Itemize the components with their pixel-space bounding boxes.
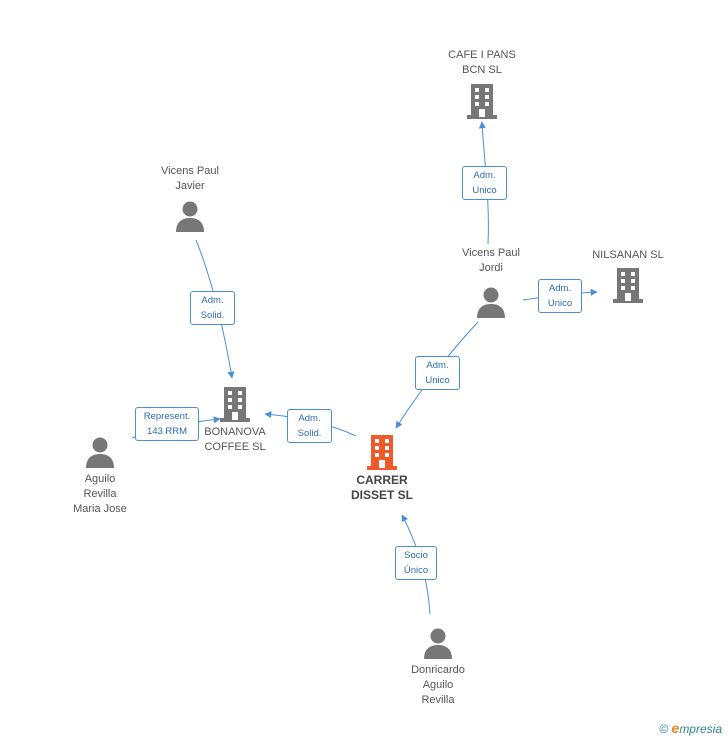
label-line: CARRER xyxy=(356,473,408,487)
badge-jordi-to-carrer[interactable]: Adm. Unico xyxy=(415,356,460,390)
badge-line: Adm. xyxy=(298,413,321,424)
building-icon xyxy=(367,435,397,470)
badge-line: Unico xyxy=(425,375,450,386)
badge-maria-to-bonanova[interactable]: Represent. 143 RRM xyxy=(135,407,199,441)
badge-javier-to-bonanova[interactable]: Adm. Solid. xyxy=(190,291,235,325)
copyright-icon: © xyxy=(659,722,669,736)
label-line: NILSANAN SL xyxy=(592,249,664,261)
badge-donricardo-to-carrer[interactable]: Socio Único xyxy=(395,546,437,580)
node-label: CAFE I PANS BCN SL xyxy=(432,48,532,78)
badge-line: Represent. xyxy=(143,411,191,422)
node-carrer-disset[interactable]: CARRER DISSET SL xyxy=(332,434,432,503)
node-label: Vicens Paul Javier xyxy=(140,164,240,194)
badge-line: Unico xyxy=(547,298,573,309)
label-line: Jordi xyxy=(479,262,503,274)
node-nilsanan[interactable]: NILSANAN SL xyxy=(580,248,676,303)
badge-line: Adm. xyxy=(201,295,224,306)
person-icon xyxy=(477,287,505,318)
badge-line: Adm. xyxy=(426,360,449,371)
badge-jordi-to-cafe[interactable]: Adm. Unico xyxy=(462,166,507,200)
label-line: BCN SL xyxy=(462,64,502,76)
badge-line: 143 RRM xyxy=(146,426,188,437)
brand-footer[interactable]: © empresia xyxy=(659,720,722,736)
label-line: Vicens Paul xyxy=(161,165,219,177)
badge-line: Adm. xyxy=(473,170,496,181)
label-line: Aguilo xyxy=(84,473,116,485)
label-line: Revilla xyxy=(421,694,455,706)
badge-line: Adm. xyxy=(548,283,572,294)
node-vicens-paul-jordi[interactable]: Vicens Paul Jordi xyxy=(441,246,541,318)
badge-line: Socio xyxy=(404,550,428,561)
node-vicens-paul-javier[interactable]: Vicens Paul Javier xyxy=(140,164,240,232)
building-icon xyxy=(467,84,497,119)
node-label: Donricardo Aguilo Revilla xyxy=(388,663,488,708)
building-icon xyxy=(613,268,643,303)
node-bonanova[interactable]: BONANOVA COFFEE SL xyxy=(185,386,285,455)
badge-line: Solid. xyxy=(297,428,322,439)
node-donricardo[interactable]: Donricardo Aguilo Revilla xyxy=(388,627,488,708)
node-label: Vicens Paul Jordi xyxy=(441,246,541,276)
person-icon xyxy=(424,628,452,659)
label-line: Javier xyxy=(175,180,205,192)
badge-carrer-to-bonanova[interactable]: Adm. Solid. xyxy=(287,409,332,443)
label-line: COFFEE SL xyxy=(204,441,266,453)
badge-line: Solid. xyxy=(200,310,225,321)
person-icon xyxy=(176,201,204,232)
node-label: CARRER DISSET SL xyxy=(332,473,432,503)
badge-line: Único xyxy=(403,565,429,576)
person-icon xyxy=(86,437,114,468)
node-label: NILSANAN SL xyxy=(580,248,676,263)
badge-line: Unico xyxy=(472,185,497,196)
label-line: Revilla xyxy=(83,488,117,500)
label-line: CAFE I PANS xyxy=(448,49,516,61)
label-line: BONANOVA xyxy=(204,426,266,438)
label-line: Vicens Paul xyxy=(462,247,520,259)
brand-logo-text: mpresia xyxy=(679,722,722,736)
badge-jordi-to-nilsanan[interactable]: Adm. Unico xyxy=(538,279,582,313)
label-line: Maria Jose xyxy=(73,503,127,515)
node-cafe-i-pans[interactable]: CAFE I PANS BCN SL xyxy=(432,48,532,119)
node-label: Aguilo Revilla Maria Jose xyxy=(52,472,148,517)
label-line: Aguilo xyxy=(422,679,454,691)
label-line: DISSET SL xyxy=(350,488,413,502)
node-aguilo-revilla-maria-jose[interactable]: Aguilo Revilla Maria Jose xyxy=(52,436,148,517)
node-label: BONANOVA COFFEE SL xyxy=(185,425,285,455)
label-line: Donricardo xyxy=(411,664,465,676)
brand-logo-e: e xyxy=(671,720,680,736)
building-icon xyxy=(220,387,250,422)
